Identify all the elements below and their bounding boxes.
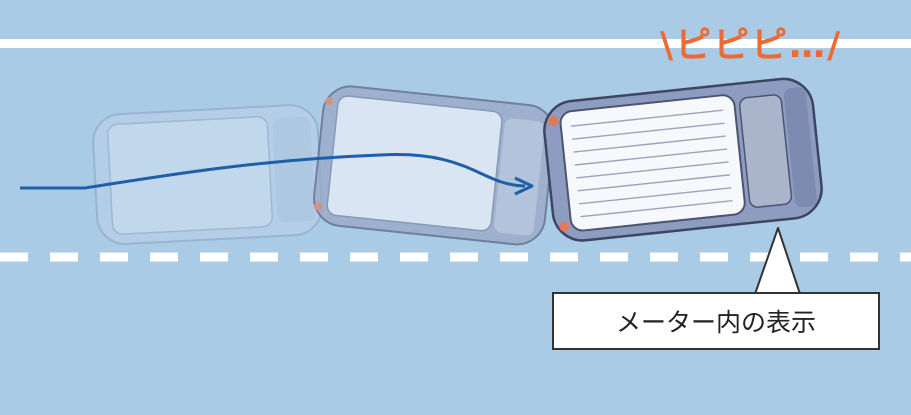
ghost-car-1 [92,104,323,245]
ghost-car-2 [313,85,555,246]
trajectory-arrow [20,153,526,190]
beep-sound-effect: \ピピピ…/ [660,25,843,66]
arrow-head [514,176,534,196]
solid-lane-line [0,39,911,48]
callout-label: メーター内の表示 [615,308,816,337]
main-car [543,77,823,242]
meter-display-callout: メーター内の表示 [552,292,880,350]
